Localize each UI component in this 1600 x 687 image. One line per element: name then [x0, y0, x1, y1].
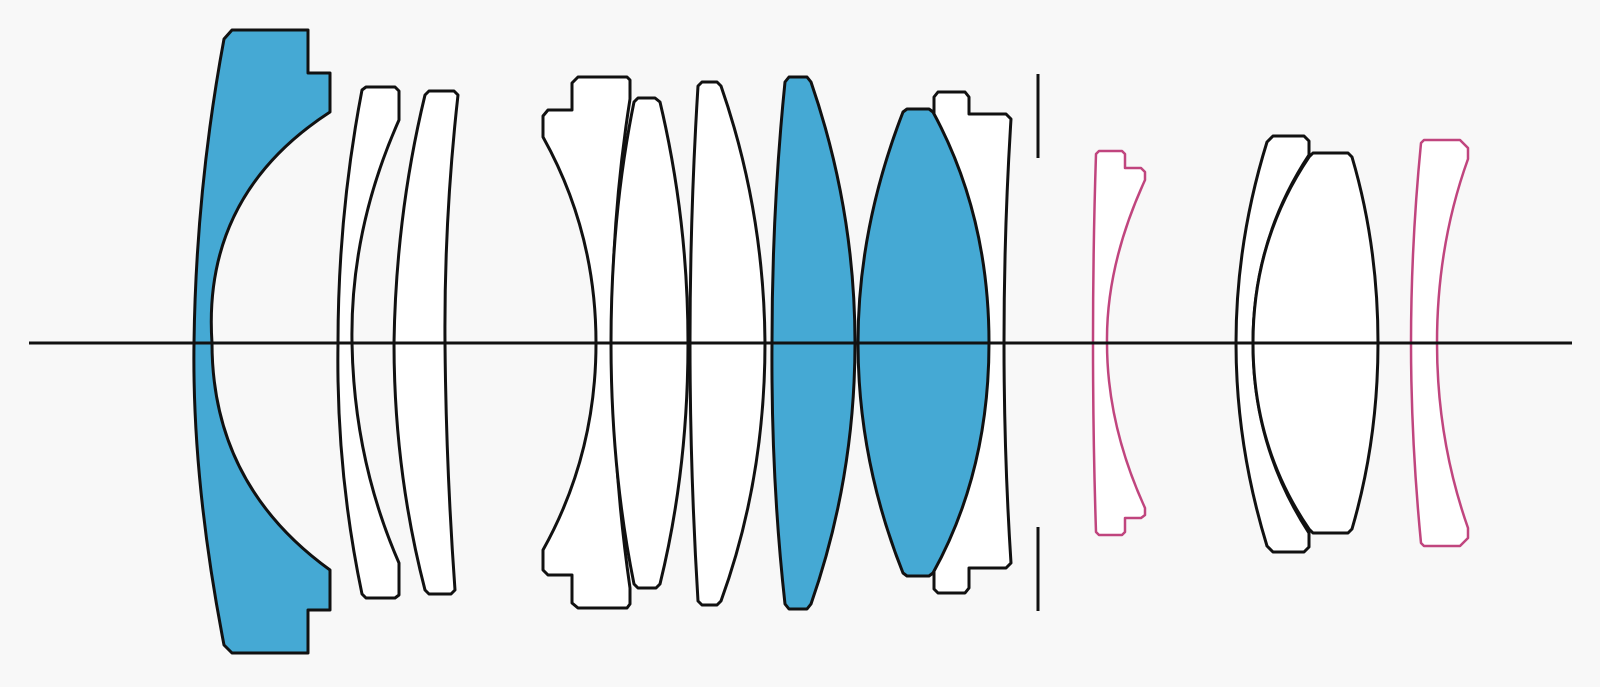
lens-element-2 [336, 85, 401, 600]
lens-element-1 [192, 28, 332, 655]
lens-element-13 [1409, 138, 1470, 548]
lens-element-10 [1091, 149, 1147, 537]
